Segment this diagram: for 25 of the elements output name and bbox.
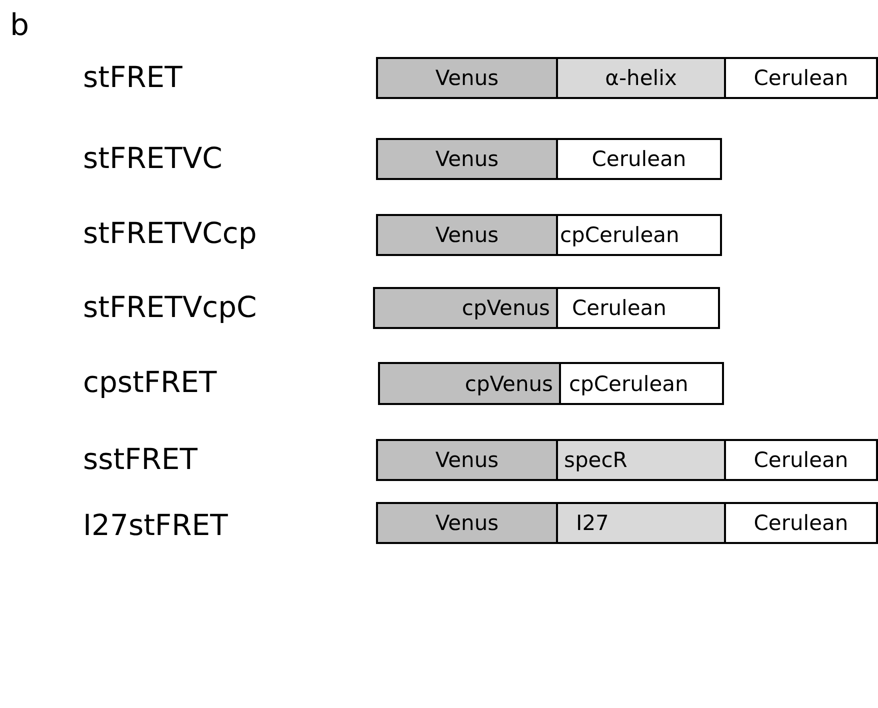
domain-box: specR (556, 439, 726, 481)
domain-box: I27 (556, 502, 726, 544)
construct-name: stFRET (83, 60, 182, 94)
panel-letter: b (10, 8, 30, 43)
domain-box: Venus (376, 138, 558, 180)
domain-box: Cerulean (724, 439, 878, 481)
domain-box: cpCerulean (559, 362, 724, 405)
domain-box: α-helix (556, 57, 726, 99)
construct-name: cpstFRET (83, 365, 217, 399)
domain-box: cpCerulean (556, 214, 722, 256)
domain-box: Venus (376, 57, 558, 99)
construct-name: I27stFRET (83, 508, 228, 542)
domain-box: Venus (376, 214, 558, 256)
domain-box: Cerulean (724, 502, 878, 544)
domain-box: cpVenus (373, 287, 558, 329)
domain-box: Venus (376, 502, 558, 544)
domain-box: Cerulean (724, 57, 878, 99)
construct-name: stFRETVcpC (83, 290, 257, 324)
domain-box: cpVenus (378, 362, 561, 405)
domain-box: Cerulean (556, 287, 720, 329)
domain-box: Cerulean (556, 138, 722, 180)
domain-box: Venus (376, 439, 558, 481)
construct-name: stFRETVCcp (83, 216, 257, 250)
construct-name: stFRETVC (83, 141, 222, 175)
construct-name: sstFRET (83, 442, 198, 476)
